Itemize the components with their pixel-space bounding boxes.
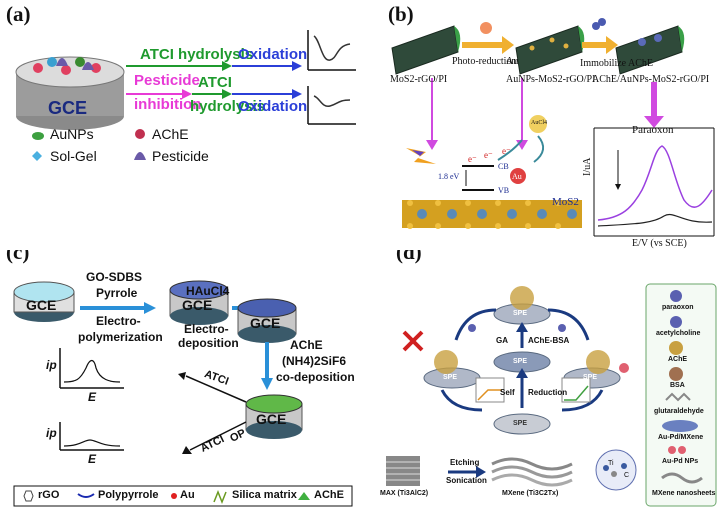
step1-bot2: polymerization	[78, 330, 163, 344]
electron-2: e⁻	[484, 150, 493, 160]
band-au: Au	[512, 172, 522, 181]
panel-d: (d)	[362, 250, 721, 511]
step1-top: GO-SDBS	[86, 270, 143, 284]
step1-top2: Pyrrole	[96, 286, 138, 300]
gce-2: GCE	[182, 297, 213, 313]
enzyme-blobs	[434, 286, 629, 374]
legend-d-4: glutaraldehyde	[654, 408, 704, 415]
reduction-label: Reduction	[528, 388, 568, 397]
paraoxon-label: Paraoxon	[632, 124, 674, 136]
legend-d-5: Au-Pd/MXene	[658, 434, 704, 441]
panel-c: (c)	[0, 250, 362, 511]
photoreduction-label: Photo-reduction	[452, 56, 517, 67]
mxene-label: MXene (Ti3C2Tx)	[502, 490, 559, 497]
row2-oxidation: Oxidation	[238, 98, 308, 115]
gce-3: GCE	[250, 315, 281, 331]
panel-b-graphic	[391, 18, 715, 237]
step3-a: AChE	[290, 338, 323, 352]
panel-c-label: (c)	[6, 250, 30, 264]
etching-label: Etching	[450, 458, 480, 467]
max-label: MAX (Ti3AlC2)	[380, 490, 429, 497]
legend-pesticide: Pesticide	[152, 148, 209, 164]
electron-1: e⁻	[468, 154, 477, 164]
legend-ppy: Polypyrrole	[98, 489, 159, 501]
legend-silica: Silica matrix	[232, 489, 297, 501]
ti-label: Ti	[608, 460, 614, 467]
gce-4: GCE	[256, 411, 287, 427]
gce-label: GCE	[48, 98, 88, 118]
legend-d-0: paraoxon	[662, 304, 694, 311]
band-cb: CB	[498, 162, 509, 171]
sonication-label: Sonication	[446, 476, 487, 485]
legend-ache-c: AChE	[314, 489, 344, 501]
graph-y-label: I/uA	[582, 157, 593, 176]
legend-d-7: MXene nanosheets	[652, 490, 716, 497]
legend-ache: AChE	[152, 126, 189, 142]
gce-1: GCE	[26, 297, 57, 313]
legend-d-1: acetylcholine	[656, 330, 701, 337]
band-vb: VB	[498, 186, 510, 195]
step2-bot2: deposition	[178, 336, 239, 350]
step2-top: HAuCl4	[186, 284, 230, 298]
row1-step2: Oxidation	[238, 46, 308, 63]
mos2-lattice	[402, 200, 582, 229]
legend-d-2: AChE	[668, 356, 688, 363]
panel-a-graphic	[15, 30, 356, 161]
ache-label-b: AChE	[628, 58, 653, 69]
panel-d-label: (d)	[396, 250, 422, 264]
mos2-label: MoS2	[552, 196, 579, 208]
spe-1: SPE	[513, 310, 528, 317]
legend-solgel: Sol-Gel	[50, 148, 97, 164]
ache-bsa-label: AChE-BSA	[528, 336, 570, 345]
spe-5: SPE	[513, 420, 528, 427]
au-label: Au	[506, 56, 519, 67]
e-1: E	[88, 390, 97, 404]
ip-1: ip	[46, 358, 57, 372]
row1-step1: ATCI hydrolysis	[140, 46, 254, 63]
material3-label: AChE/AuNPs-MoS2-rGO/PI	[592, 74, 710, 85]
spe-discs	[423, 303, 621, 435]
legend-d-6: Au-Pd NPs	[662, 458, 699, 465]
panel-b: (b)	[362, 0, 721, 250]
immobilize-label: Immobilize	[580, 58, 627, 69]
band-gap: 1.8 eV	[438, 172, 460, 181]
step1-bot: Electro-	[96, 314, 141, 328]
step3-c: co-deposition	[276, 370, 355, 384]
electron-3: e⁻	[502, 146, 511, 156]
spe-2: SPE	[443, 374, 458, 381]
panel-a-label: (a)	[6, 2, 31, 26]
step2-bot: Electro-	[184, 322, 229, 336]
ga-label: GA	[496, 336, 508, 345]
step3-b: (NH4)2SiF6	[282, 354, 347, 368]
panel-d-graphic	[386, 283, 717, 507]
e-2: E	[88, 452, 97, 466]
electrode-blobs	[33, 57, 101, 75]
material2-label: AuNPs-MoS2-rGO/PI	[506, 74, 596, 85]
material1-label: MoS2-rGO/PI	[390, 74, 448, 85]
legend-d-3: BSA	[670, 382, 685, 389]
panel-a: (a)	[0, 0, 362, 250]
row2-atci: ATCI	[198, 74, 232, 91]
spe-3: SPE	[513, 358, 528, 365]
band-auc: AuCl4	[531, 120, 548, 126]
legend-au: Au	[180, 489, 195, 501]
graph-x-label: E/V (vs SCE)	[632, 238, 687, 249]
max-stack	[386, 456, 420, 486]
row2-pesticide: Pesticide	[134, 72, 200, 89]
panel-c-graphic	[13, 280, 353, 507]
c-label: C	[624, 472, 630, 479]
legend-aunps: AuNPs	[50, 126, 94, 142]
panel-b-label: (b)	[388, 2, 414, 26]
spe-4: SPE	[583, 374, 598, 381]
legend-rgo: rGO	[38, 489, 60, 501]
ip-2: ip	[46, 426, 57, 440]
row2-inhibition: inhibition	[134, 96, 202, 113]
row2-hydrolysis: hydrolysis	[190, 98, 266, 115]
self-label: Self	[500, 388, 515, 397]
